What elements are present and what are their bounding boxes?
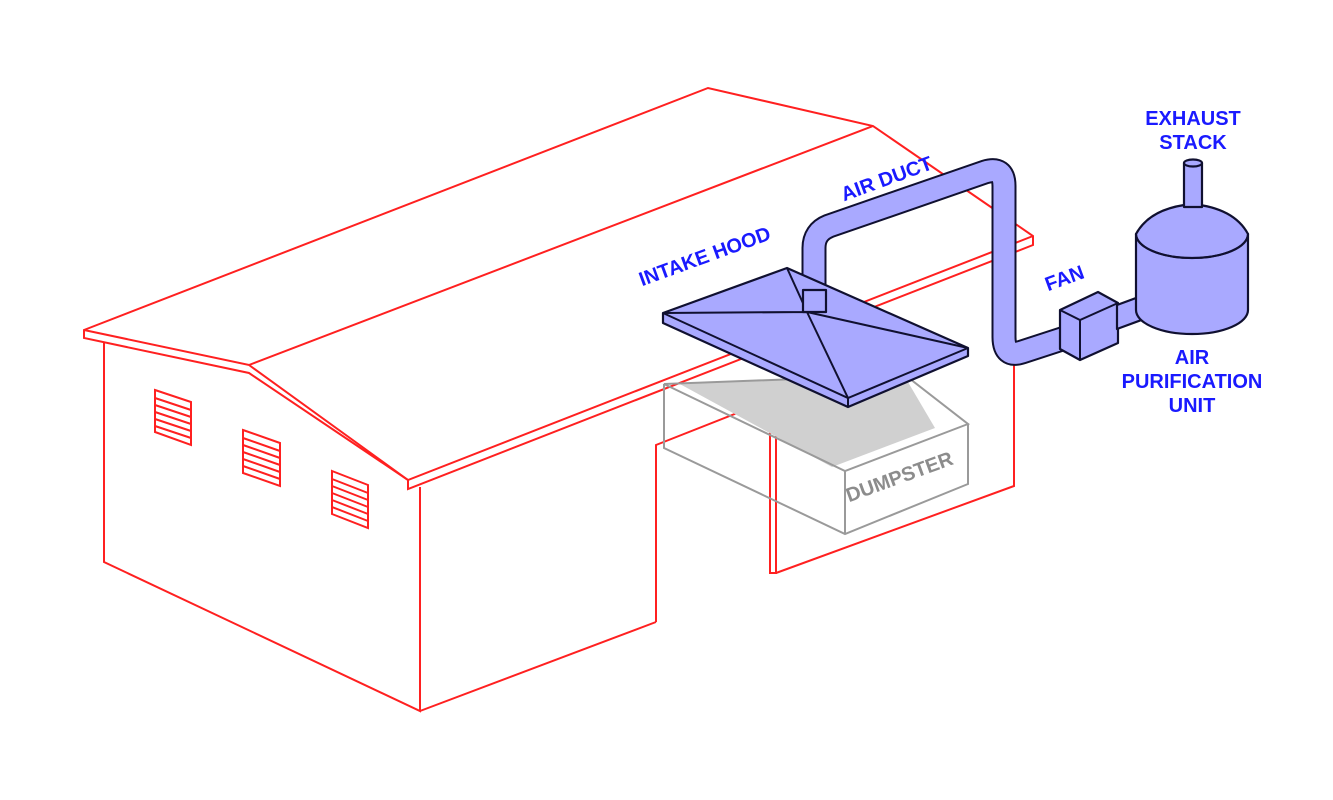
exhaust-stack-label: EXHAUST STACK (1133, 107, 1253, 155)
building-roof (83, 86, 1034, 491)
building (83, 86, 1034, 713)
dumpster (663, 373, 971, 536)
exhaust-stack-label-line-2: STACK (1159, 132, 1227, 154)
louver-3 (331, 469, 369, 530)
air-purification-unit-label-line-3: UNIT (1168, 395, 1216, 417)
intake-hood (661, 266, 970, 409)
exhaust-stack (1182, 158, 1204, 209)
louver-1 (154, 388, 192, 447)
building-end-wall (103, 343, 421, 713)
louver-2 (242, 428, 281, 488)
air-purification-unit (1134, 202, 1250, 336)
hood-duct-stub (801, 288, 828, 314)
air-purification-unit-label: AIR PURIFICATION UNIT (1112, 346, 1272, 418)
building-door (655, 398, 777, 622)
dumpster-contents (678, 377, 935, 467)
air-purification-unit-label-line-1: AIR (1174, 347, 1210, 369)
exhaust-stack-label-line-1: EXHAUST (1145, 108, 1241, 130)
fan (1058, 290, 1120, 362)
air-duct (801, 158, 1069, 366)
air-purification-unit-label-line-2: PURIFICATION (1121, 371, 1263, 393)
